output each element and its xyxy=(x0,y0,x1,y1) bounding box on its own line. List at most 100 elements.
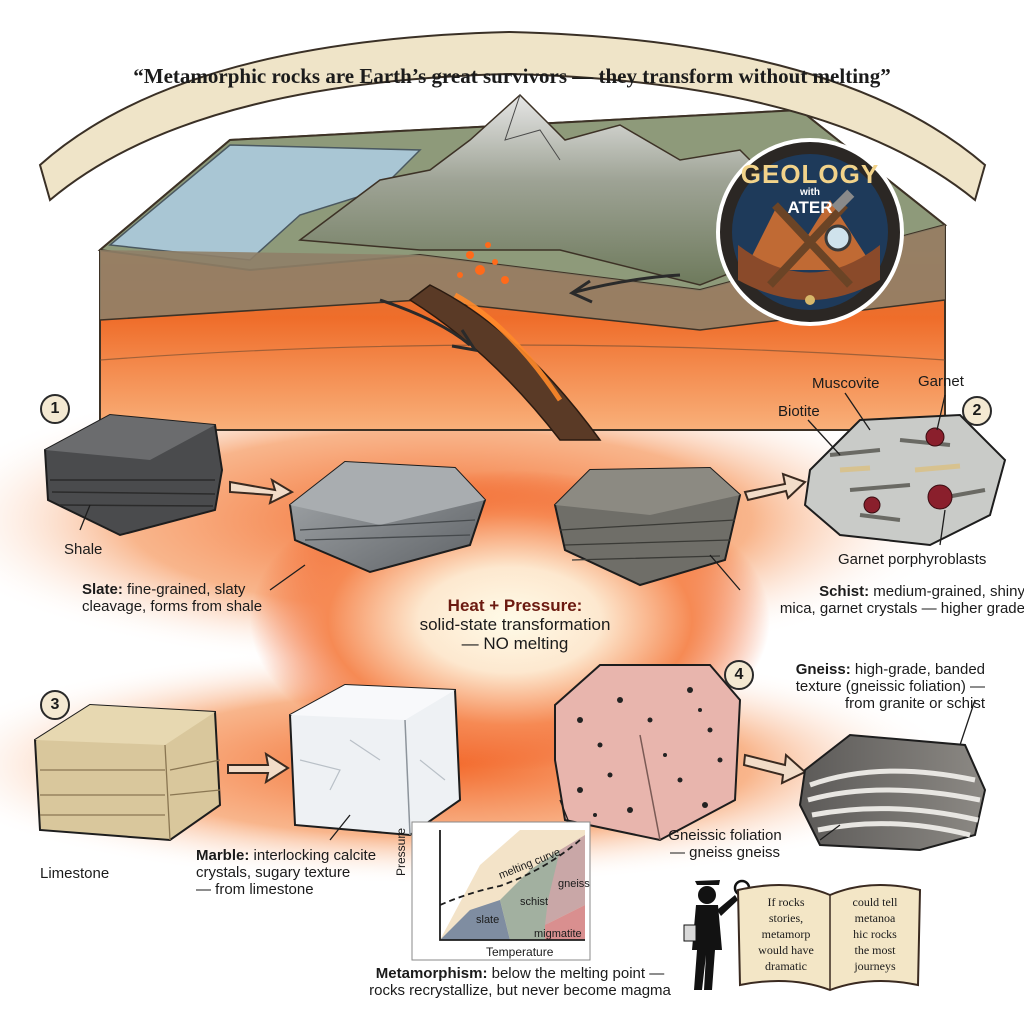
granite-rock xyxy=(554,664,742,842)
foliation-caption: Gneissic foliation — gneiss gneiss xyxy=(640,827,810,862)
book-left-line-2: stories, xyxy=(768,911,804,925)
shale-label: Shale xyxy=(64,541,103,558)
phase-zone-slate: slate xyxy=(476,914,500,926)
leader-biotite xyxy=(807,419,841,456)
leader-granite xyxy=(559,799,571,826)
badge-name: ATER xyxy=(787,198,833,217)
schist-garnet-rock xyxy=(803,413,1007,547)
arrow-granite-to-gneiss xyxy=(742,752,807,785)
book-right-page: could tell metanoa hic rocks the most jo… xyxy=(834,894,916,974)
marble-desc-1: interlocking calcite xyxy=(253,847,377,864)
foliation-line-2: — gneiss gneiss xyxy=(669,843,781,861)
phase-zone-schist: schist xyxy=(520,896,549,908)
slate-desc-2: cleavage, forms from shale xyxy=(82,597,263,615)
book-left-line-4: would have xyxy=(758,943,814,957)
metamorphism-term: Metamorphism: xyxy=(375,965,488,982)
slate-rock xyxy=(288,460,487,574)
schist-caption: Schist: medium-grained, shiny mica, garn… xyxy=(700,583,1024,618)
metamorphism-caption: Metamorphism: below the melting point — … xyxy=(360,965,680,1000)
leader-gneiss xyxy=(959,699,976,746)
step-number-2: 2 xyxy=(962,396,992,426)
gneiss-desc-2: texture (gneissic foliation) — xyxy=(795,677,985,695)
gneiss-desc-3: from granite or schist xyxy=(844,694,985,712)
gneiss-caption: Gneiss: high-grade, banded texture (gnei… xyxy=(730,661,985,712)
plate-arrow-left xyxy=(379,298,471,347)
badge-shape xyxy=(716,138,904,326)
zone-migmatite xyxy=(545,905,585,940)
schist-desc-2: mica, garnet crystals — higher grade xyxy=(779,599,1024,617)
zone-slate xyxy=(440,900,510,940)
leader-marble xyxy=(329,814,351,841)
quote-banner-shape xyxy=(38,30,987,202)
muscovite-label: Muscovite xyxy=(812,375,880,392)
zone-schist xyxy=(500,850,560,940)
mountain-range xyxy=(297,93,842,286)
biotite-label: Biotite xyxy=(778,403,820,420)
marble-caption: Marble: interlocking calcite crystals, s… xyxy=(196,847,411,898)
schist-term: Schist: xyxy=(819,583,870,600)
leader-muscovite xyxy=(844,392,871,431)
limestone-label: Limestone xyxy=(40,865,110,882)
book-right-line-5: journeys xyxy=(854,959,896,973)
metamorphism-line-2: rocks recrystallize, but never become ma… xyxy=(369,981,671,999)
limestone-rock xyxy=(33,703,222,842)
book-right-line-4: the most xyxy=(854,943,896,957)
gneiss-desc-1: high-grade, banded xyxy=(854,661,985,678)
phase-zone-migmatite: migmatite xyxy=(534,928,582,940)
subducting-slab xyxy=(408,284,602,441)
geologist-silhouette xyxy=(683,879,751,990)
book-left-line-5: dramatic xyxy=(765,959,807,973)
leader-foliation xyxy=(819,824,841,841)
heat-pressure-title: Heat + Pressure: xyxy=(447,596,583,615)
foliation-line-1: Gneissic foliation xyxy=(668,827,782,844)
gneiss-term: Gneiss: xyxy=(795,661,851,678)
slate-term: Slate: xyxy=(82,581,123,598)
arrow-limestone-to-marble xyxy=(227,751,290,785)
book-right-line-2: metanoa xyxy=(854,911,896,925)
shale-rock xyxy=(43,413,224,537)
leader-garnet xyxy=(936,394,946,431)
badge-with: with xyxy=(800,187,820,198)
badge-title: GEOLOGY xyxy=(740,159,880,189)
leader-slate xyxy=(269,564,306,591)
phase-diagram xyxy=(411,821,591,961)
schist-slab xyxy=(553,466,742,587)
plate-arrow-right xyxy=(574,273,681,294)
phase-x-label: Temperature xyxy=(486,945,554,959)
arrow-shale-to-slate xyxy=(229,477,295,505)
heat-pressure-line-1: solid-state transformation xyxy=(419,615,611,635)
open-book xyxy=(736,884,922,992)
step-number-4: 4 xyxy=(724,660,754,690)
gneiss-rock xyxy=(798,733,987,852)
marble-term: Marble: xyxy=(196,847,250,864)
magma-flecks xyxy=(457,242,509,284)
leader-porphyroblasts xyxy=(939,509,946,546)
step-number-3: 3 xyxy=(40,690,70,720)
book-left-page: If rocks stories, metamorp would have dr… xyxy=(745,894,827,974)
step-number-1: 1 xyxy=(40,394,70,424)
slate-caption: Slate: fine-grained, slaty cleavage, for… xyxy=(82,581,312,616)
heat-pressure-note: Heat + Pressure: solid-state transformat… xyxy=(395,596,635,653)
phase-y-label: Pressure xyxy=(394,827,408,876)
schist-desc-1: medium-grained, shiny xyxy=(873,583,1024,600)
porphyroblasts-label: Garnet porphyroblasts xyxy=(838,551,987,568)
quote-banner: “Metamorphic rocks are Earth’s great sur… xyxy=(133,64,891,88)
marble-desc-2: crystals, sugary texture xyxy=(196,863,351,881)
marble-desc-3: — from limestone xyxy=(196,880,314,898)
metamorphism-line-1: below the melting point — xyxy=(491,965,665,982)
garnet-label: Garnet xyxy=(918,373,964,390)
zone-gneiss xyxy=(545,835,585,925)
marble-rock xyxy=(288,683,462,837)
leader-schist xyxy=(709,554,741,591)
melting-curve xyxy=(439,839,581,906)
phase-zone-gneiss: gneiss xyxy=(558,878,590,890)
book-right-line-3: hic rocks xyxy=(853,927,897,941)
leader-shale xyxy=(79,504,91,531)
book-right-line-1: could tell xyxy=(852,895,898,909)
arrow-to-schist xyxy=(743,472,807,502)
book-left-line-3: metamorp xyxy=(761,927,811,941)
heat-pressure-line-2: — NO melting xyxy=(461,634,569,654)
landscape-block xyxy=(97,93,948,441)
